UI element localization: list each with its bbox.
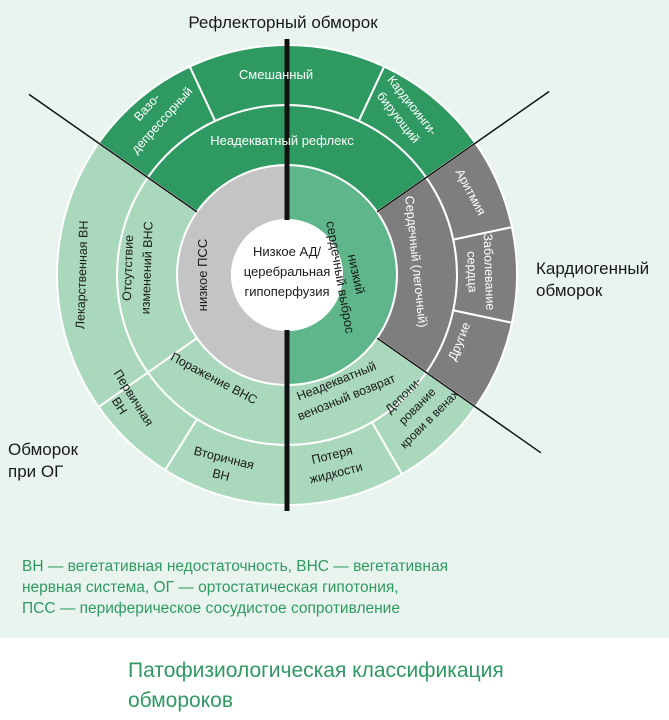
label-low-pvr: низкое ПСС	[195, 239, 210, 311]
divider-lines	[28, 39, 550, 511]
figure-caption: Патофизиологическая классификация обморо…	[128, 656, 504, 716]
label-drug-an: Лекарственная ВН	[73, 220, 91, 329]
label-cardiogenic-syncope-1: Кардиогенный	[536, 259, 649, 278]
label-no-ans-change-2: изменений ВНС	[138, 221, 155, 314]
caption-line-1: Патофизиологическая классификация	[128, 659, 504, 682]
legend: ВН — вегетативная недостаточность, ВНС —…	[22, 556, 582, 619]
center-line-3: гипоперфузия	[244, 284, 329, 299]
divider-og-reflex	[28, 93, 198, 213]
center-line-2: церебральная	[244, 264, 331, 279]
label-secondary-an-2: ВН	[211, 466, 231, 484]
legend-line-3: ПСС — периферическое сосудистое сопротив…	[22, 600, 400, 617]
label-reflex-syncope: Рефлекторный обморок	[188, 13, 378, 32]
label-inadequate-reflex: Неадекватный рефлекс	[210, 133, 354, 148]
label-heart-disease-1: Заболевание	[481, 233, 498, 310]
caption-line-2: обмороков	[128, 689, 233, 712]
ring-sectors	[56, 44, 518, 507]
label-heart-disease-2: сердца	[464, 251, 479, 293]
legend-line-2: нервная система, ОГ — ортостатическая ги…	[22, 579, 399, 596]
divider-cardio-og	[376, 337, 542, 454]
label-no-ans-change-1: Отсутствие	[120, 235, 136, 301]
divider-reflex-cardio	[376, 90, 550, 213]
center-line-1: Низкое АД/	[253, 244, 321, 259]
legend-line-1: ВН — вегетативная недостаточность, ВНС —…	[22, 558, 448, 575]
syncope-classification-diagram: Рефлекторный обморок Кардиогенный обморо…	[8, 13, 649, 511]
label-og-syncope-2: при ОГ	[8, 462, 63, 481]
label-cardiogenic-syncope-2: обморок	[536, 281, 603, 300]
label-og-syncope-1: Обморок	[8, 440, 79, 459]
label-mixed: Смешанный	[239, 67, 313, 82]
